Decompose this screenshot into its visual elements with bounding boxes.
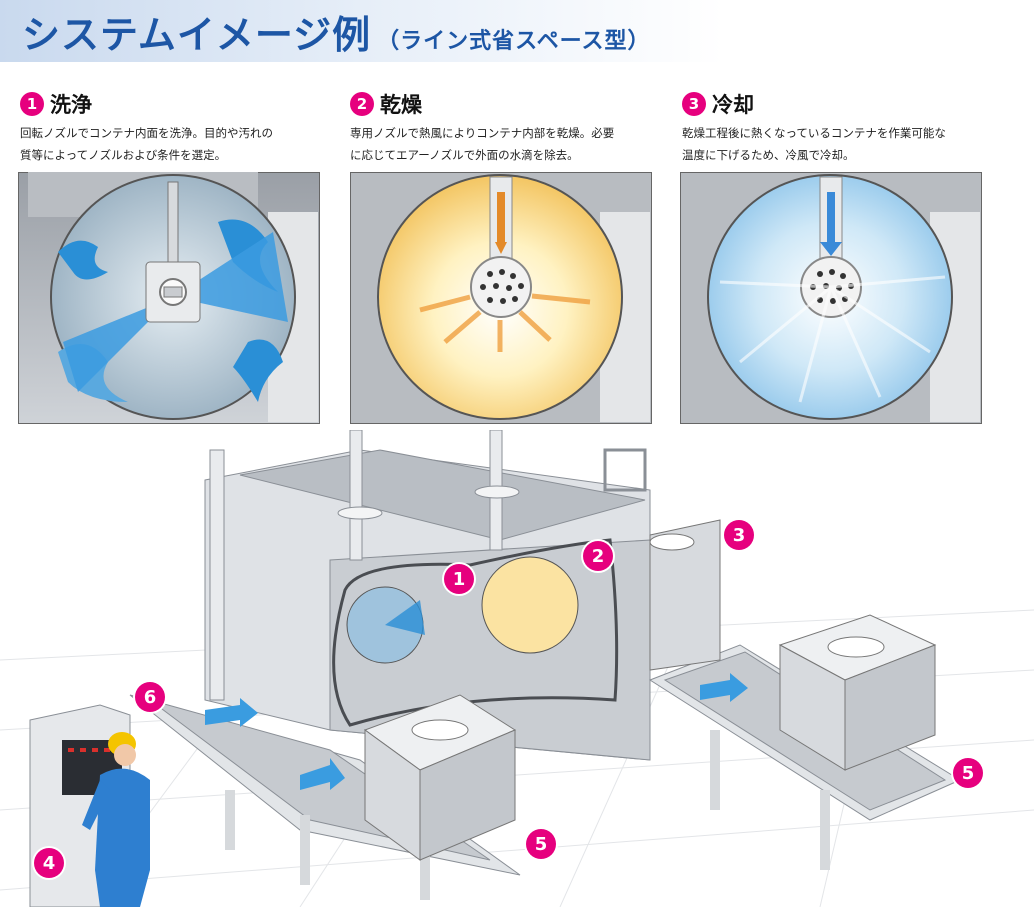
callout-3: 3 bbox=[724, 520, 754, 550]
page-title: システムイメージ例（ライン式省スペース型） bbox=[22, 4, 650, 59]
step-title: 洗浄 bbox=[50, 93, 92, 117]
worker bbox=[82, 732, 150, 907]
callout-2: 2 bbox=[583, 541, 613, 571]
page-subtitle: （ライン式省スペース型） bbox=[377, 29, 651, 54]
callout-6: 6 bbox=[135, 682, 165, 712]
step-title: 乾燥 bbox=[380, 93, 422, 117]
step-number-badge: 1 bbox=[20, 92, 44, 116]
step-description: 回転ノズルでコンテナ内面を洗浄。目的や汚れの 質等によってノズルおよび条件を選定… bbox=[20, 126, 273, 162]
cool-illustration bbox=[680, 172, 982, 424]
step-description: 専用ノズルで熱風によりコンテナ内部を乾燥。必要 に応じてエアーノズルで外面の水滴… bbox=[350, 126, 615, 162]
callout-5-left: 5 bbox=[526, 829, 556, 859]
step-number-badge: 2 bbox=[350, 92, 374, 116]
wash-illustration bbox=[18, 172, 320, 424]
dry-window bbox=[481, 556, 579, 654]
container-right bbox=[778, 614, 937, 771]
step-number-badge: 3 bbox=[682, 92, 706, 116]
callout-5-right: 5 bbox=[953, 758, 983, 788]
header-band bbox=[0, 0, 1034, 62]
callout-4: 4 bbox=[34, 848, 64, 878]
callout-1: 1 bbox=[444, 564, 474, 594]
title-text: システムイメージ例 bbox=[22, 13, 372, 57]
step-description: 乾燥工程後に熱くなっているコンテナを作業可能な 温度に下げるため、冷風で冷却。 bbox=[682, 126, 946, 162]
step-title: 冷却 bbox=[712, 93, 754, 117]
container-left bbox=[363, 694, 517, 861]
container-cool bbox=[649, 519, 721, 671]
flow-arrows bbox=[205, 673, 748, 790]
dry-illustration bbox=[350, 172, 652, 424]
plant-scene bbox=[0, 430, 1034, 907]
